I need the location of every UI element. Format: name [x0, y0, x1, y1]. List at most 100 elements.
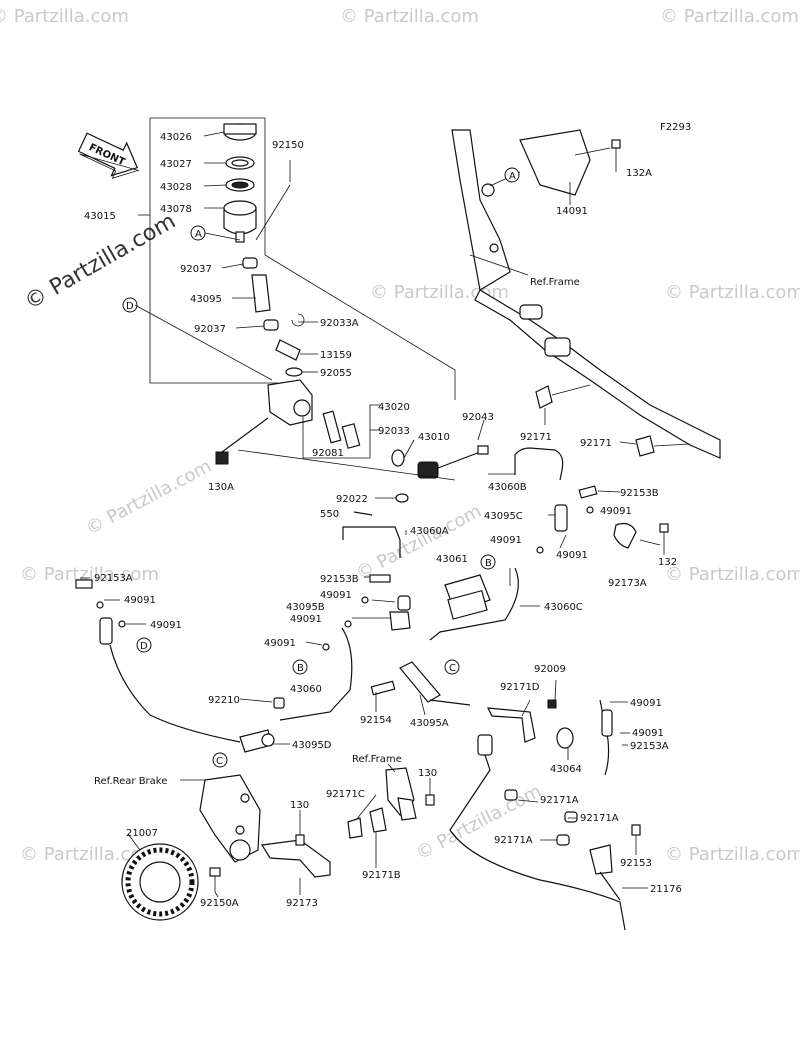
part-label: 92171A — [540, 795, 579, 806]
watermark-text: © Partzilla.com — [665, 844, 800, 865]
part-label: 43078 — [160, 204, 192, 215]
part-label: 43028 — [160, 182, 192, 193]
part-label: 49091 — [600, 506, 632, 517]
part-label: 92037 — [180, 264, 212, 275]
part-label: 43060 — [290, 684, 322, 695]
part-label: 550 — [320, 509, 339, 520]
part-label: 43061 — [436, 554, 468, 565]
part-label: 130 — [418, 768, 437, 779]
part-label: 92171B — [362, 870, 401, 881]
part-label: 130 — [290, 800, 309, 811]
clamp-92171 — [535, 384, 691, 457]
part-labels: 43026 43027 43028 43078 43015 92150 9203… — [84, 132, 682, 909]
reference-markers: A A D D B B C C — [122, 167, 520, 768]
part-label: 92033 — [378, 426, 410, 437]
part-label: 43060A — [410, 526, 449, 537]
part-label: 92153B — [320, 574, 359, 585]
watermark-text: © Partzilla.com — [20, 844, 159, 865]
marker-C: C — [216, 756, 223, 767]
leader-lines — [80, 131, 665, 898]
marker-D: D — [126, 301, 134, 312]
part-label: 132 — [658, 557, 677, 568]
part-label: 21007 — [126, 828, 158, 839]
part-label: 92154 — [360, 715, 392, 726]
part-label: 92171 — [580, 438, 612, 449]
part-label: 43010 — [418, 432, 450, 443]
part-label: 49091 — [630, 698, 662, 709]
marker-A: A — [195, 229, 202, 240]
watermark-text: © Partzilla.com — [412, 781, 545, 865]
part-label: 92081 — [312, 448, 344, 459]
part-label: 43095 — [190, 294, 222, 305]
part-label: 43095A — [410, 718, 449, 729]
part-label: 92153 — [620, 858, 652, 869]
part-label: 92171D — [500, 682, 540, 693]
ref-rear-brake-label: Ref.Rear Brake — [94, 776, 167, 787]
ref-frame-label: Ref.Frame — [530, 277, 580, 288]
watermark-text: © Partzilla.com — [370, 282, 509, 303]
part-label: 92153A — [630, 741, 669, 752]
part-label: 43060C — [544, 602, 583, 613]
watermark-text-main: © Partzilla.com — [21, 209, 181, 316]
part-label: 92009 — [534, 664, 566, 675]
part-label: 14091 — [556, 206, 588, 217]
frame-bracket — [347, 767, 435, 839]
part-label: 43095D — [292, 740, 332, 751]
watermark-text: © Partzilla.com — [665, 564, 800, 585]
part-label: 21176 — [650, 884, 682, 895]
part-label: 132A — [626, 168, 652, 179]
watermark-text: © Partzilla.com — [20, 564, 159, 585]
part-label: 43095B — [286, 602, 325, 613]
part-label: 92171C — [326, 789, 365, 800]
part-label: 92173 — [286, 898, 318, 909]
watermark-text: © Partzilla.com — [660, 6, 799, 27]
part-label: 92022 — [336, 494, 368, 505]
part-label: 49091 — [320, 590, 352, 601]
ref-frame-label: Ref.Frame — [352, 754, 402, 765]
part-label: 43020 — [378, 402, 410, 413]
watermark-text: © Partzilla.com — [665, 282, 800, 303]
part-label: 49091 — [290, 614, 322, 625]
watermark-text: © Partzilla.com — [82, 456, 215, 540]
part-label: 49091 — [150, 620, 182, 631]
part-label: 92153A — [94, 573, 133, 584]
watermark-text: © Partzilla.com — [340, 6, 479, 27]
part-label: 49091 — [264, 638, 296, 649]
marker-C: C — [449, 663, 456, 674]
watermark-text: © Partzilla.com — [352, 501, 485, 585]
part-label: 49091 — [490, 535, 522, 546]
part-label: 92037 — [194, 324, 226, 335]
part-label: 43027 — [160, 159, 192, 170]
part-label: 49091 — [632, 728, 664, 739]
part-label: 92171A — [580, 813, 619, 824]
part-label: 43060B — [488, 482, 527, 493]
part-label: 130A — [208, 482, 234, 493]
marker-D: D — [140, 641, 148, 652]
part-label: 92043 — [462, 412, 494, 423]
part-label: 43026 — [160, 132, 192, 143]
part-label: 13159 — [320, 350, 352, 361]
marker-B: B — [485, 558, 492, 569]
part-label: 43015 — [84, 211, 116, 222]
part-label: 43064 — [550, 764, 582, 775]
part-label: 43095C — [484, 511, 523, 522]
part-label: 92150 — [272, 140, 304, 151]
part-label: 92173A — [608, 578, 647, 589]
brake-lines — [75, 447, 669, 931]
part-label: 92171A — [494, 835, 533, 846]
part-label: 92153B — [620, 488, 659, 499]
part-label: 49091 — [124, 595, 156, 606]
part-label: 92150A — [200, 898, 239, 909]
frame-assembly — [451, 129, 721, 459]
marker-A: A — [509, 171, 516, 182]
watermark-text: © Partzilla.com — [0, 6, 129, 27]
marker-B: B — [297, 663, 304, 674]
part-label: 92171 — [520, 432, 552, 443]
part-label: 92033A — [320, 318, 359, 329]
part-label: 49091 — [556, 550, 588, 561]
rear-brake-assembly — [121, 774, 331, 921]
front-arrow-icon: FRONT — [77, 132, 140, 179]
part-label: 92055 — [320, 368, 352, 379]
diagram-code: F2293 — [660, 122, 691, 133]
